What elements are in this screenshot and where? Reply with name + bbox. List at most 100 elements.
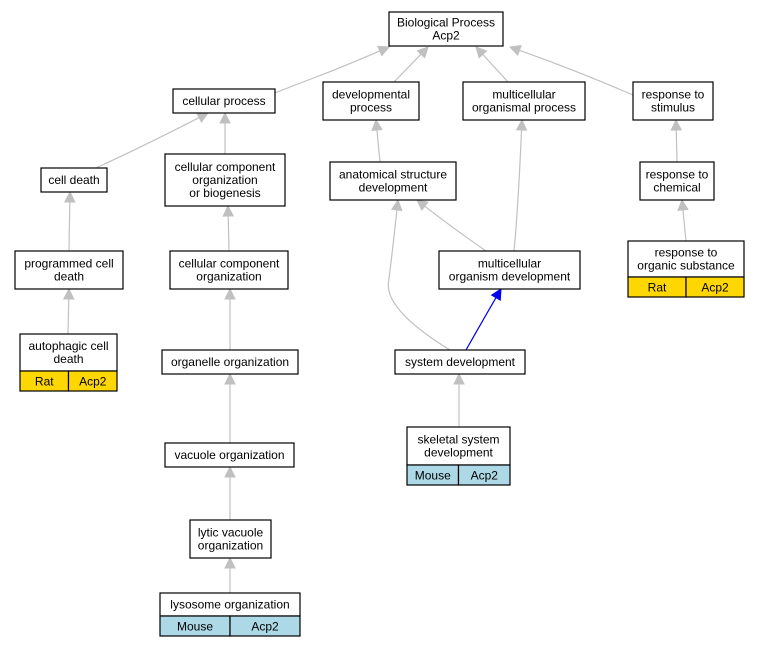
node-cell-death[interactable]: cell death [40, 167, 108, 193]
node-box [462, 81, 586, 121]
annotation-species-label: Rat [35, 375, 54, 389]
edge-multicellular_organismal_process-to-bp [475, 46, 509, 83]
node-vacuole-organization[interactable]: vacuole organization [164, 442, 295, 468]
node-label-line: skeletal system [417, 433, 499, 447]
edge-line [251, 50, 381, 103]
node-label-line: lysosome organization [170, 598, 289, 612]
node-label-line: cellular component [179, 257, 280, 271]
edge-asd-to-developmental_process [371, 118, 383, 163]
edge-pcd-to-cell_death [64, 190, 76, 252]
node-box [161, 349, 299, 375]
edge-line [513, 129, 523, 252]
node-label-line: organization [198, 539, 263, 553]
arrowhead-icon [377, 45, 391, 57]
arrowhead-icon [224, 556, 236, 569]
node-label-line: organization [192, 173, 257, 187]
edge-acd-to-pcd [62, 287, 75, 335]
arrowhead-icon [453, 372, 465, 385]
arrowhead-icon [64, 190, 76, 203]
node-box [329, 161, 457, 201]
node-cellular-process[interactable]: cellular process [172, 88, 276, 114]
annotation-gene-cell [229, 615, 301, 637]
edge-response_to_stimulus-to-bp [508, 45, 634, 96]
edge-vo-to-oo [224, 372, 236, 443]
node-label-line: organization [196, 270, 261, 284]
annotation-gene-cell [67, 370, 118, 392]
arrowhead-icon [371, 118, 383, 132]
node-organelle-organization[interactable]: organelle organization [161, 349, 299, 375]
arrowhead-icon [515, 118, 528, 131]
edge-line [482, 53, 509, 83]
node-label-line: Acp2 [432, 29, 460, 43]
edge-line [387, 209, 451, 351]
edge-developmental_process-to-bp [393, 46, 429, 83]
arrowhead-icon [677, 198, 689, 212]
node-label-line: system development [405, 355, 516, 369]
arrowhead-icon [391, 198, 403, 212]
arrowhead-icon [670, 118, 683, 131]
arrowhead-icon [224, 465, 236, 478]
annotation-gene-label: Acp2 [79, 375, 107, 389]
node-label-line: cell death [48, 173, 99, 187]
arrowhead-icon [224, 287, 236, 300]
edge-lo-to-lvo [224, 556, 236, 593]
node-box [40, 167, 108, 193]
node-box [169, 250, 289, 290]
annotation-species-label: Mouse [415, 469, 451, 483]
node-box [164, 153, 286, 207]
node-box [189, 519, 272, 559]
node-label-line: Biological Process [397, 16, 495, 30]
node-label-line: death [53, 352, 83, 366]
edge-cellular_process-to-bp [251, 45, 391, 103]
node-label-line: anatomical structure [339, 168, 447, 182]
edge-oo-to-cco [224, 287, 236, 350]
arrowhead-icon [490, 288, 502, 301]
edge-line [424, 205, 487, 252]
arrowhead-icon [475, 46, 488, 59]
node-label-line: programmed cell [24, 257, 113, 271]
edge-line [95, 117, 200, 169]
node-label-line: organism development [449, 270, 571, 284]
annotation-species-label: Rat [648, 281, 667, 295]
node-label-line: autophagic cell [28, 339, 108, 353]
annotation-gene-cell [685, 276, 745, 298]
node-box [164, 442, 295, 468]
node-label-line: lytic vacuole [198, 526, 264, 540]
node-label-line: developmental [332, 88, 410, 102]
edge-line [675, 129, 678, 163]
edge-cco-to-ccob [222, 204, 235, 252]
node-label-line: multicellular [478, 257, 541, 271]
node-system-development[interactable]: system development [394, 349, 526, 375]
edge-line [376, 129, 381, 163]
edge-line [519, 49, 634, 96]
edge-line [393, 53, 422, 83]
node-label-line: chemical [653, 181, 700, 195]
annotation-species-label: Mouse [177, 620, 213, 634]
edge-ccob-to-cellular_process [219, 111, 231, 154]
node-box [632, 81, 714, 121]
node-label-line: response to [655, 246, 718, 260]
edge-sd-to-asd [387, 198, 451, 351]
annotation-gene-cell [457, 464, 511, 486]
node-box [322, 81, 420, 121]
node-label-line: development [359, 181, 428, 195]
edge-lvo-to-vo [224, 465, 236, 520]
edge-ssd-to-sd [453, 372, 465, 427]
node-box [406, 426, 511, 466]
